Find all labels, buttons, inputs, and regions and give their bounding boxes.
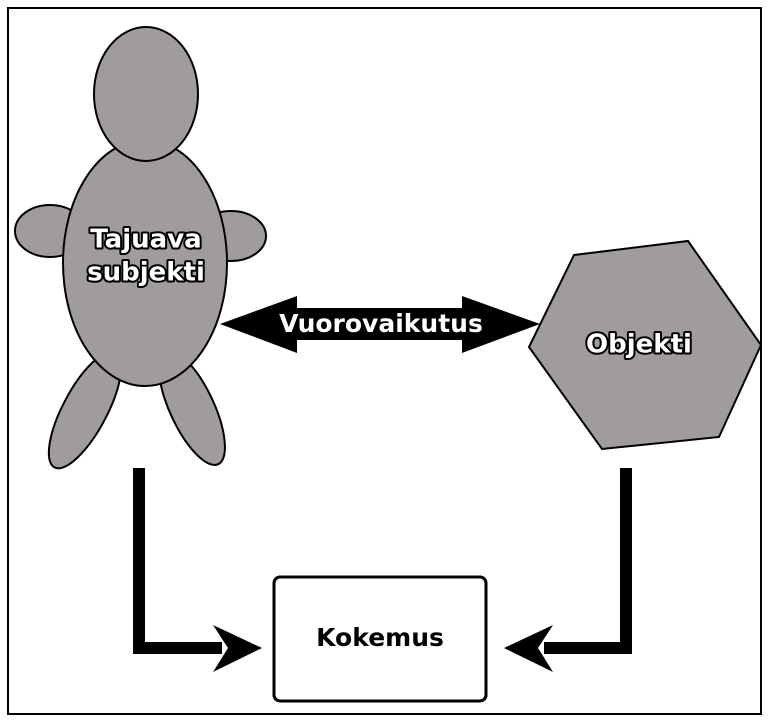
object-connector-arrowhead bbox=[504, 625, 553, 672]
experience-label: Kokemus bbox=[316, 623, 444, 652]
object-connector-line bbox=[544, 468, 632, 654]
subject-to-experience-connector bbox=[133, 468, 262, 672]
experience-box: Kokemus bbox=[272, 575, 488, 703]
subject-figure: Tajuava subjekti bbox=[14, 26, 267, 470]
subject-connector-arrowhead bbox=[213, 625, 262, 672]
subject-label-line1: Tajuava bbox=[90, 225, 201, 255]
object-hexagon bbox=[527, 239, 763, 451]
object-to-experience-connector bbox=[504, 468, 632, 672]
subject-head bbox=[93, 26, 199, 162]
object-label: Objekti bbox=[586, 330, 692, 360]
object-shape: Objekti bbox=[527, 239, 763, 451]
experience-box-frame bbox=[272, 575, 488, 703]
interaction-arrow: Vuorovaikutus bbox=[220, 296, 540, 353]
subject-label-line2: subjekti bbox=[87, 258, 205, 288]
subject-connector-line bbox=[133, 468, 222, 654]
interaction-double-arrow bbox=[220, 296, 540, 353]
interaction-label: Vuorovaikutus bbox=[279, 309, 483, 338]
